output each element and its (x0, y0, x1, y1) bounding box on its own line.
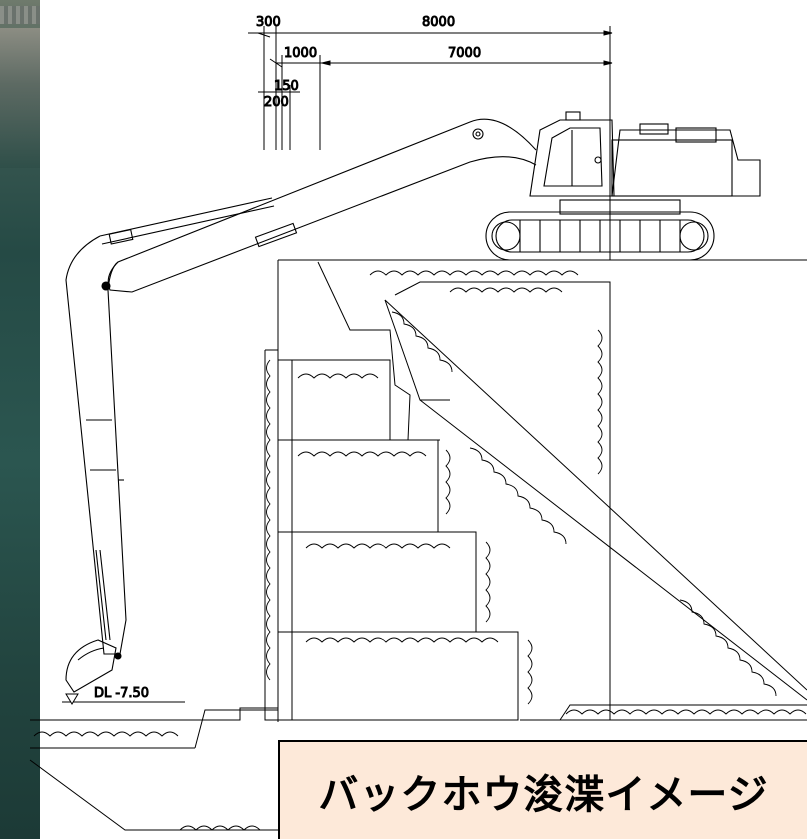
dim-label-8000: 8000 (422, 15, 455, 30)
image-title: バックホウ浚渫イメージ (318, 770, 769, 818)
water-level-label: DL -7.50 (94, 686, 149, 701)
pier-structure (0, 6, 40, 24)
water-level-marker (62, 693, 185, 705)
dim-label-150: 150 (274, 79, 299, 94)
aerial-photo-strip (0, 0, 40, 839)
excavator-track (485, 211, 715, 261)
dim-label-300: 300 (256, 15, 281, 30)
title-box: バックホウ浚渫イメージ (278, 740, 807, 839)
excavator-boom (65, 118, 537, 693)
dim-label-7000: 7000 (448, 46, 481, 61)
dimension-lines (248, 26, 613, 260)
rock-scallops (33, 270, 807, 831)
dim-label-200: 200 (264, 95, 289, 110)
shoreline (0, 28, 40, 168)
excavator (485, 111, 761, 261)
dim-label-1000: 1000 (284, 46, 317, 61)
